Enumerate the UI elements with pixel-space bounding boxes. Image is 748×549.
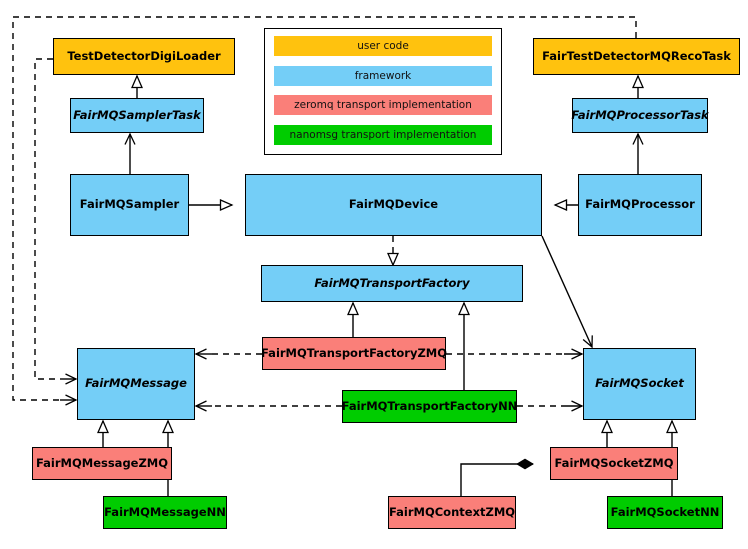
node-fair-test-detector-mq-reco-task[interactable]: FairTestDetectorMQRecoTask	[533, 38, 740, 75]
node-fairmq-device[interactable]: FairMQDevice	[245, 174, 542, 236]
node-fairmq-sampler-task[interactable]: FairMQSamplerTask	[70, 98, 204, 133]
node-fairmq-processor[interactable]: FairMQProcessor	[578, 174, 702, 236]
node-fairmq-socket-nn[interactable]: FairMQSocketNN	[607, 496, 723, 529]
node-fairmq-processor-task[interactable]: FairMQProcessorTask	[571, 98, 709, 133]
node-fairmq-socket-zmq[interactable]: FairMQSocketZMQ	[550, 447, 678, 480]
node-fairmq-sampler[interactable]: FairMQSampler	[70, 174, 189, 236]
legend-item-nanomsg: nanomsg transport implementation	[274, 125, 492, 145]
node-fairmq-transport-factory-nn[interactable]: FairMQTransportFactoryNN	[342, 390, 517, 423]
node-fairmq-message[interactable]: FairMQMessage	[77, 348, 195, 420]
node-fairmq-socket[interactable]: FairMQSocket	[583, 348, 696, 420]
node-fairmq-transport-factory-zmq[interactable]: FairMQTransportFactoryZMQ	[261, 337, 447, 370]
node-fairmq-message-zmq[interactable]: FairMQMessageZMQ	[32, 447, 172, 480]
legend-item-user-code: user code	[274, 36, 492, 56]
edge-contextzmq-socketzmq	[460, 458, 534, 496]
edge-digiloader-message	[34, 58, 60, 380]
node-fairmq-transport-factory[interactable]: FairMQTransportFactory	[261, 265, 523, 302]
node-fairmq-message-nn[interactable]: FairMQMessageNN	[103, 496, 227, 529]
legend-item-zeromq: zeromq transport implementation	[274, 95, 492, 115]
legend-item-framework: framework	[274, 66, 492, 86]
edge-device-socket	[541, 235, 593, 349]
node-test-detector-digi-loader[interactable]: TestDetectorDigiLoader	[53, 38, 235, 75]
node-fairmq-context-zmq[interactable]: FairMQContextZMQ	[388, 496, 516, 529]
